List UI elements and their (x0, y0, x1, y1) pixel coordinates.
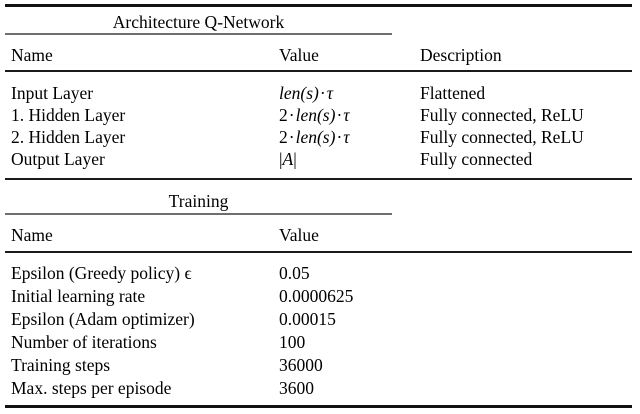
table-top-rule (5, 4, 632, 7)
header-name-architecture: Name (11, 45, 53, 65)
table-bottom-rule (5, 405, 632, 408)
table-cell-value: 2·len(s)·τ (279, 127, 350, 147)
table-cell-value: 2·len(s)·τ (279, 105, 350, 125)
section-rule-architecture (5, 33, 392, 35)
table-row: 2. Hidden Layer (11, 127, 126, 147)
table-cell-value: 0.00015 (279, 309, 336, 329)
header-description-architecture: Description (420, 45, 502, 65)
table-row: Initial learning rate (11, 286, 146, 306)
table-cell-value: 0.0000625 (279, 286, 354, 306)
table-cell-description: Fully connected, ReLU (420, 127, 584, 147)
table-row: Max. steps per episode (11, 378, 172, 398)
table-cell-description: Flattened (420, 83, 486, 103)
table-cell-value: 36000 (279, 355, 323, 375)
header-name-training: Name (11, 225, 53, 245)
table-cell-value: len(s)·τ (279, 83, 333, 103)
table-row: Input Layer (11, 83, 94, 103)
table-cell-description: Fully connected, ReLU (420, 105, 584, 125)
table-cell-name-text: Epsilon (Greedy policy) ϵ (11, 263, 192, 283)
table-row: 1. Hidden Layer (11, 105, 126, 125)
table-row: Epsilon (Greedy policy) ϵ (11, 263, 192, 283)
header-rule-architecture (5, 70, 632, 72)
table-cell-value: 3600 (279, 378, 314, 398)
table-row: Number of iterations (11, 332, 157, 352)
section-bottom-rule-architecture (5, 178, 632, 180)
header-rule-training (5, 251, 632, 253)
header-value-training: Value (279, 225, 319, 245)
section-title-architecture: Architecture Q-Network (112, 12, 285, 32)
table-row: Epsilon (Adam optimizer) (11, 309, 195, 329)
section-rule-training (5, 213, 392, 215)
header-value-architecture: Value (279, 45, 319, 65)
section-title-training: Training (168, 191, 229, 211)
table-cell-value: |A| (279, 149, 297, 169)
table-cell-value: 0.05 (279, 263, 310, 283)
table-row: Training steps (11, 355, 111, 375)
table-cell-description: Fully connected (420, 149, 533, 169)
table-cell-value: 100 (279, 332, 306, 352)
table-row: Output Layer (11, 149, 105, 169)
